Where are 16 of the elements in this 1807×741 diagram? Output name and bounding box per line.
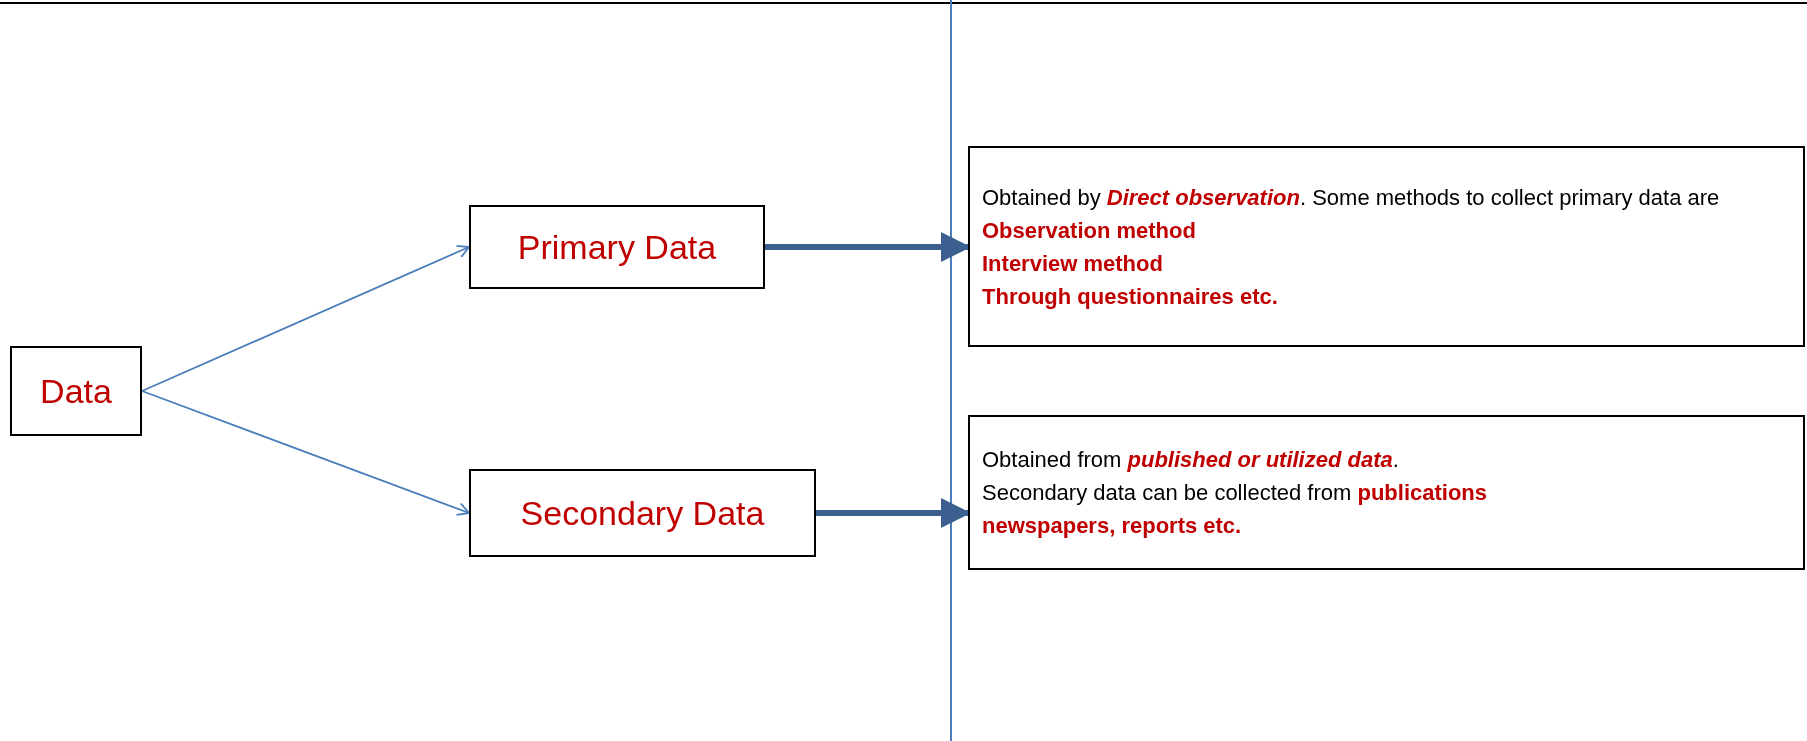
- description-text: Secondary data can be collected from publications: [982, 479, 1488, 507]
- description-text: Interview method: [982, 249, 1164, 278]
- description-text: newspapers, reports etc.: [982, 512, 1243, 540]
- arrow: [141, 390, 470, 516]
- description-text: Obtained from published or utilized data.: [982, 446, 1400, 474]
- process-box: [469, 469, 816, 557]
- node-label: Secondary Data: [520, 492, 765, 534]
- arrow: [141, 245, 470, 392]
- process-box: [469, 205, 765, 289]
- text-box: [968, 415, 1805, 570]
- process-box: [10, 346, 142, 436]
- node-label: Primary Data: [517, 226, 717, 268]
- node-label: Data: [40, 370, 112, 412]
- text-box: [968, 146, 1805, 347]
- description-text: Obtained by Direct observation. Some methods to collect primary data are Observation method: [982, 183, 1721, 245]
- description-text: Through questionnaires etc.: [982, 282, 1279, 311]
